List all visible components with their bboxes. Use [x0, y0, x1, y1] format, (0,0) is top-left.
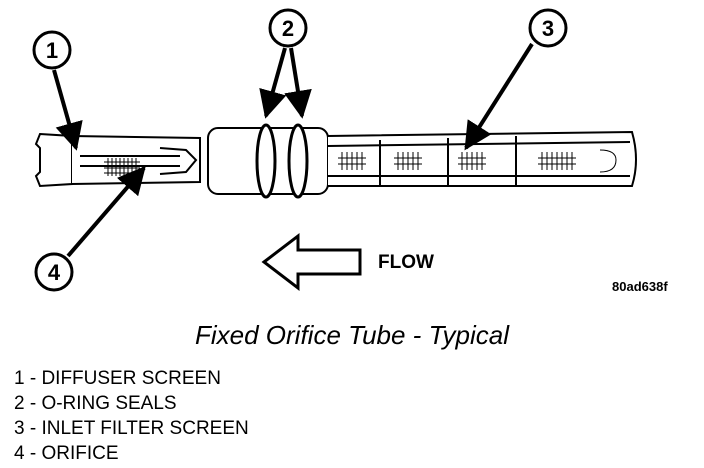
callout-4-leader: [66, 165, 146, 258]
inlet-filter-screen: [338, 149, 617, 173]
callout-3: 3: [464, 8, 568, 151]
callout-1-number: 1: [46, 38, 58, 63]
figure-code: 80ad638f: [612, 279, 668, 294]
callout-3-circle: [528, 8, 568, 48]
legend-item-4: 4 - ORIFICE: [14, 443, 119, 464]
flow-arrow: [261, 232, 362, 292]
callout-4-number: 4: [48, 260, 61, 285]
legend-item-2: 2 - O-RING SEALS: [14, 393, 177, 414]
callout-4: 4: [34, 165, 146, 292]
legend-item-1: 1 - DIFFUSER SCREEN: [14, 368, 221, 389]
callout-2-leader-a: [259, 47, 287, 119]
legend-item-3: 3 - INLET FILTER SCREEN: [14, 418, 249, 439]
o-ring-seals: [255, 123, 309, 199]
figure-caption: Fixed Orifice Tube - Typical: [194, 320, 509, 350]
callout-2: 2: [259, 8, 312, 119]
callout-1: 1: [32, 30, 83, 151]
callout-2-number: 2: [282, 16, 294, 41]
callout-2-circle: [268, 8, 308, 48]
callout-4-circle: [34, 252, 74, 292]
callout-3-number: 3: [542, 16, 554, 41]
legend-list: 1 - DIFFUSER SCREEN 2 - O-RING SEALS 3 -…: [14, 366, 249, 466]
callout-1-circle: [32, 30, 72, 70]
callout-3-leader: [464, 42, 534, 151]
callout-2-leader-b: [284, 47, 312, 119]
flow-label: FLOW: [378, 252, 434, 273]
orifice-tube-diagram: 1 2 3 4 FLOW 80ad638f: [32, 8, 668, 294]
orifice-tube-body: [34, 127, 637, 195]
callout-1-leader: [52, 69, 83, 151]
